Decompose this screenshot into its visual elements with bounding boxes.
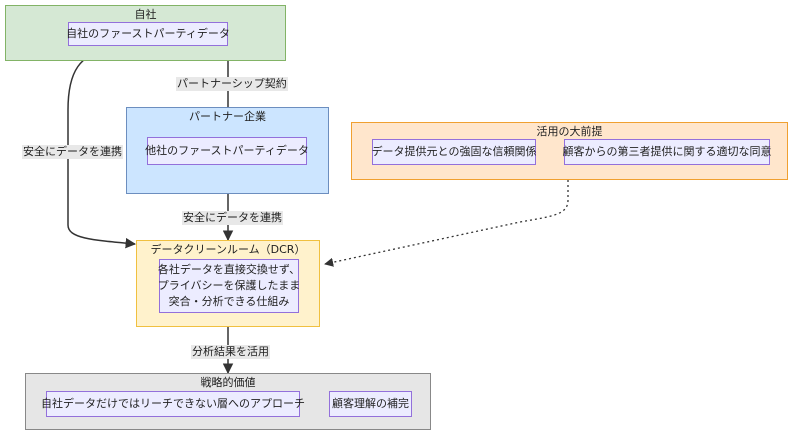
cluster-premise: 活用の大前提 データ提供元との強固な信頼関係 顧客からの第三者提供に関する適切な… <box>351 122 788 180</box>
cluster-partner-company: パートナー企業 他社のファーストパーティデータ <box>126 107 329 194</box>
edge-premise-to-dcr <box>324 180 569 267</box>
edge-label-partnership: パートナーシップ契約 <box>176 77 288 91</box>
node-partner-first-party-data[interactable]: 他社のファーストパーティデータ <box>145 137 309 165</box>
dcr-line-1: 各社データを直接交換せず、 <box>157 263 301 276</box>
edge-label-secure-left: 安全にデータを連携 <box>22 145 123 159</box>
dcr-line-2: プライバシーを保護したまま <box>157 279 301 292</box>
node-customer-understanding[interactable]: 顧客理解の補完 <box>329 391 412 417</box>
cluster-own-company: 自社 自社のファーストパーティデータ <box>5 5 286 61</box>
dcr-line-3: 突合・分析できる仕組み <box>168 295 290 308</box>
cluster-dcr-title: データクリーンルーム（DCR） <box>150 243 306 256</box>
edge-label-secure-center: 安全にデータを連携 <box>182 211 283 225</box>
cluster-partner-title: パートナー企業 <box>189 110 266 123</box>
cluster-data-clean-room: データクリーンルーム（DCR） 各社データを直接交換せず、 プライバシーを保護し… <box>136 240 320 327</box>
edge-label-analysis: 分析結果を活用 <box>191 345 270 359</box>
cluster-strategy-title: 戦略的価値 <box>200 376 256 389</box>
node-trust-relationship[interactable]: データ提供元との強固な信頼関係 <box>372 139 536 165</box>
node-customer-consent[interactable]: 顧客からの第三者提供に関する適切な同意 <box>563 139 772 165</box>
node-reach-new-segments[interactable]: 自社データだけではリーチできない層へのアプローチ <box>41 391 305 417</box>
cluster-premise-title: 活用の大前提 <box>536 125 603 138</box>
cluster-own-title: 自社 <box>134 8 157 21</box>
node-own-first-party-data[interactable]: 自社のファーストパーティデータ <box>66 22 230 46</box>
cluster-strategic-value: 戦略的価値 自社データだけではリーチできない層へのアプローチ 顧客理解の補完 <box>25 373 431 430</box>
node-dcr-description[interactable]: 各社データを直接交換せず、 プライバシーを保護したまま 突合・分析できる仕組み <box>157 259 301 313</box>
